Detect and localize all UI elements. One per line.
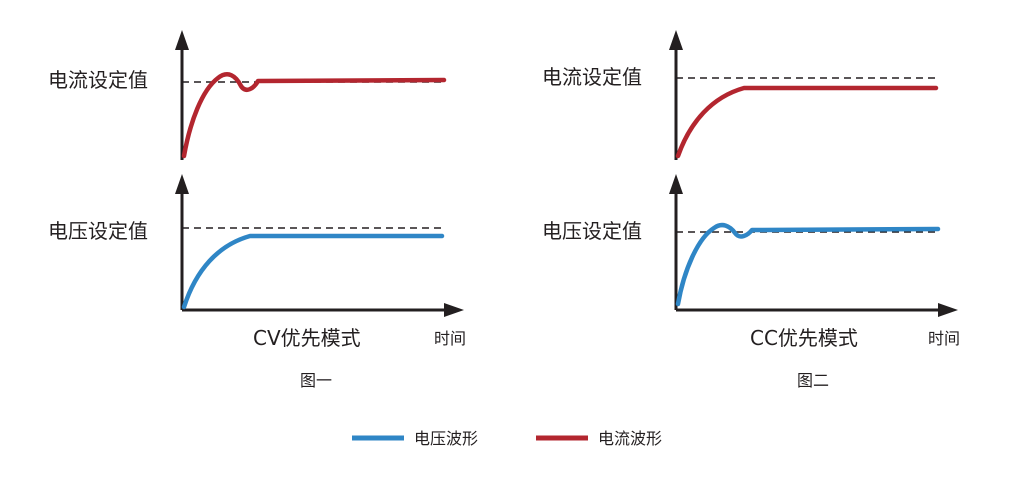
current-axis-arrow [175,30,189,50]
current-waveform [675,85,939,159]
figure-cv: 电流设定值 电压设定值 CV优先模式 时间 图一 [48,30,466,390]
voltage-axis-arrow [175,174,189,194]
mode-label: CC优先模式 [750,326,858,350]
voltage-waveform [675,222,941,307]
time-label: 时间 [928,329,960,348]
current-waveform [181,72,447,159]
figure-cc: 电流设定值 电压设定值 CC优先模式 时间 图二 [542,30,960,390]
time-axis-arrow [938,303,958,317]
voltage-waveform [181,233,445,310]
legend-label-voltage: 电压波形 [414,429,478,448]
current-setpoint-label: 电流设定值 [48,68,148,92]
voltage-setpoint-label: 电压设定值 [48,219,148,243]
voltage-setpoint-label: 电压设定值 [542,219,642,243]
figure-caption: 图二 [797,371,829,390]
mode-label: CV优先模式 [253,326,361,350]
legend-label-current: 电流波形 [598,429,662,448]
current-axis-arrow [669,30,683,50]
time-axis-arrow [444,303,464,317]
legend: 电压波形 电流波形 [352,429,662,448]
current-setpoint-label: 电流设定值 [542,65,642,89]
voltage-axis-arrow [669,174,683,194]
time-label: 时间 [434,329,466,348]
figure-caption: 图一 [300,371,332,390]
